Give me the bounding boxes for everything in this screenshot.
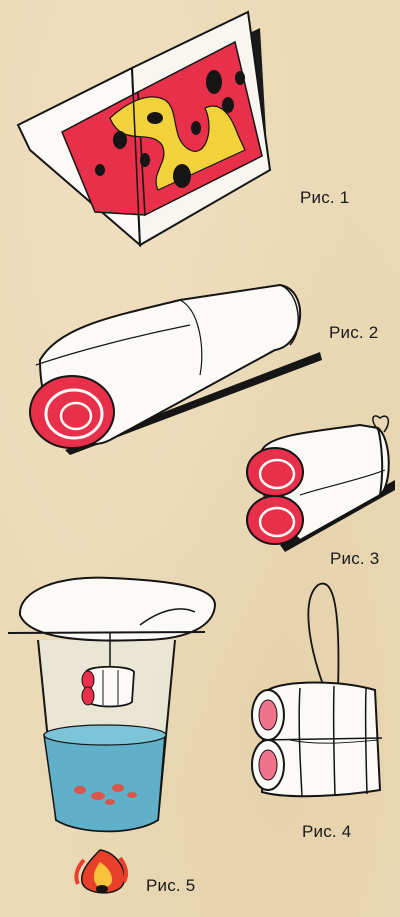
fig1-caption: Рис. 1 — [300, 188, 350, 207]
fig4-tied-bundle — [251, 582, 383, 798]
fig5-steaming-setup — [7, 576, 217, 894]
fig5-caption: Рис. 5 — [146, 876, 196, 895]
fig4-caption: Рис. 4 — [302, 822, 352, 841]
fig1-open-sheet — [16, 10, 272, 248]
fig3-caption: Рис. 3 — [330, 549, 380, 568]
fig3-folded-roll — [246, 415, 395, 552]
fig2-long-roll — [29, 283, 322, 455]
fig2-caption: Рис. 2 — [329, 323, 379, 342]
